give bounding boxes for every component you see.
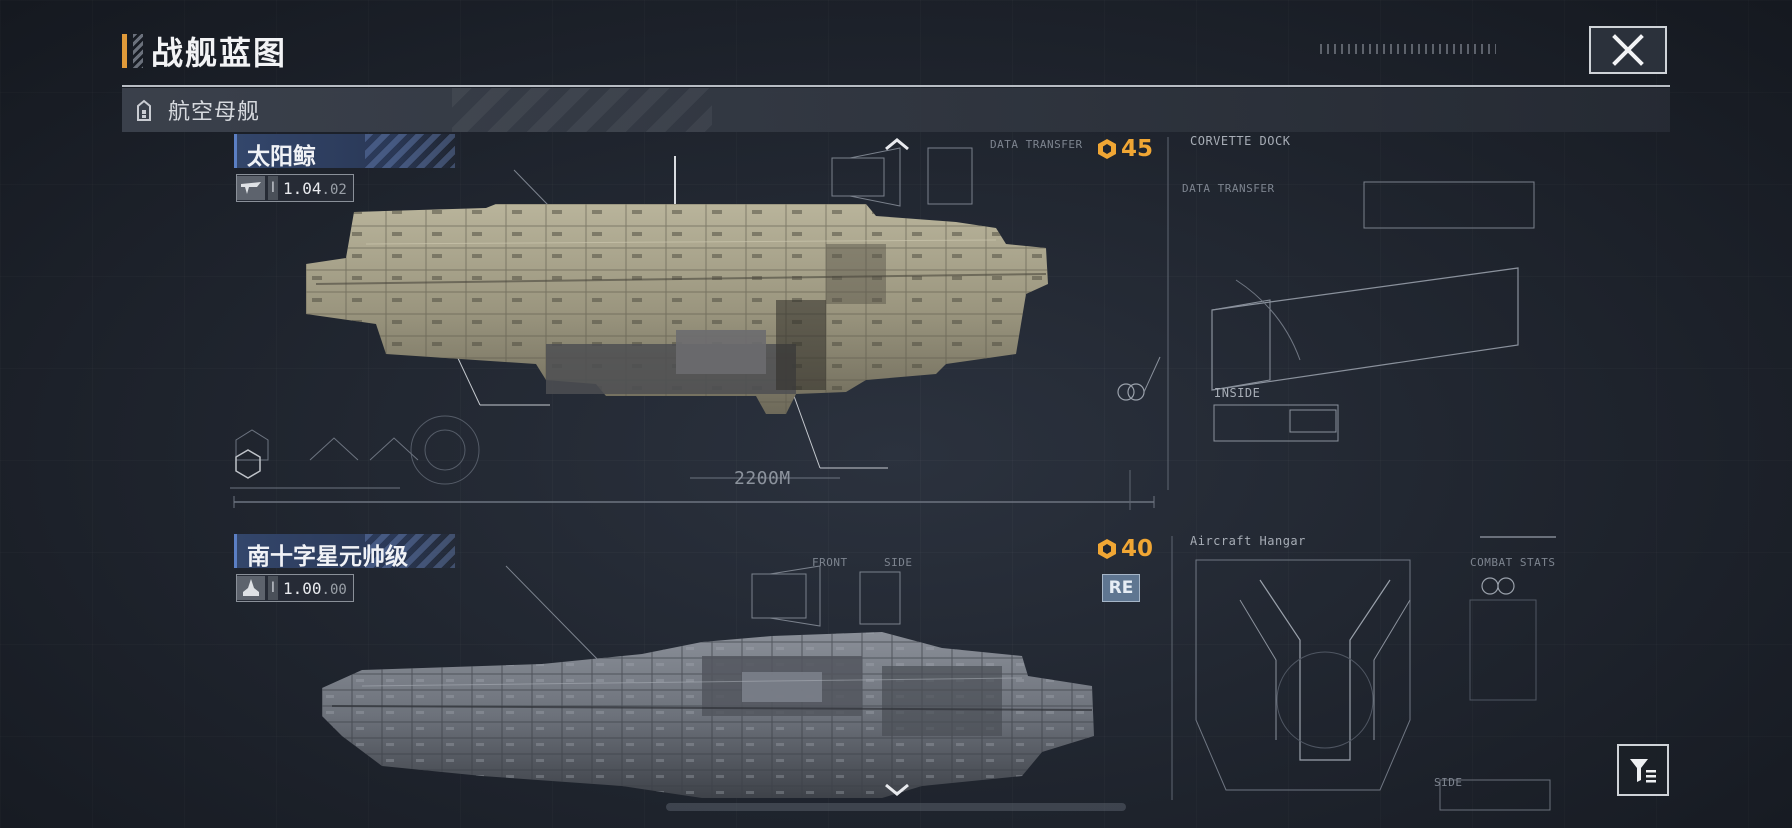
combat-stats-label: COMBAT STATS — [1470, 556, 1556, 569]
blueprint-cost-icon — [1098, 539, 1116, 559]
aircraft-hangar-label: Aircraft Hangar — [1190, 534, 1306, 548]
ship-type-icon — [237, 176, 265, 200]
scrollbar[interactable] — [666, 803, 1126, 811]
ship-card-1[interactable]: 太阳鲸 I 1.04.02 45 DATA TRANSFER CORVETTE … — [234, 134, 1674, 504]
name-stripes — [365, 134, 455, 168]
name-stripes — [365, 534, 455, 568]
data-transfer-label: DATA TRANSFER — [990, 138, 1083, 151]
version-box: I 1.00.00 — [236, 574, 354, 602]
ship-image-southern-cross — [322, 632, 1094, 798]
title-accent — [122, 34, 127, 68]
chevron-down-icon — [885, 783, 909, 796]
carrier-icon — [132, 98, 156, 122]
front-label: FRONT — [812, 556, 848, 569]
version-number: 1.04.02 — [283, 178, 347, 198]
inside-label: INSIDE — [1214, 386, 1261, 400]
cost-value: 40 — [1121, 536, 1154, 562]
ship-image-sun-whale — [306, 204, 1048, 414]
blueprint-cost-icon — [1098, 139, 1116, 159]
ship-name-box: 南十字星元帅级 — [234, 534, 463, 570]
side-label-2: SIDE — [1434, 776, 1463, 789]
ship-name: 南十字星元帅级 — [247, 544, 408, 570]
version-separator: I — [268, 576, 278, 600]
category-label: 航空母舰 — [168, 100, 261, 125]
page-title: 战舰蓝图 — [151, 34, 288, 72]
category-bar: 航空母舰 — [122, 88, 1670, 132]
filter-sort-icon — [1630, 759, 1656, 783]
ship-name: 太阳鲸 — [247, 144, 316, 170]
scroll-down-button[interactable] — [882, 782, 912, 798]
ship-name-box: 太阳鲸 — [234, 134, 463, 170]
corvette-dock-label: CORVETTE DOCK — [1190, 134, 1291, 148]
header-divider — [122, 85, 1670, 87]
title-stripe — [133, 34, 143, 68]
version-separator: I — [268, 176, 278, 200]
category-stripes — [452, 88, 712, 132]
chevron-up-icon — [885, 138, 909, 151]
blueprint-cost: 45 — [1096, 136, 1153, 162]
re-badge: RE — [1102, 574, 1140, 602]
scale-label: 2200M — [734, 468, 791, 489]
blueprint-cost: 40 — [1096, 536, 1153, 562]
ship-type-icon — [237, 576, 265, 600]
header-ticks-decoration — [1320, 44, 1496, 54]
ship-card-2[interactable]: 南十字星元帅级 I 1.00.00 40 RE FRONT SIDE Aircr… — [234, 534, 1674, 824]
side-label: SIDE — [884, 556, 913, 569]
data-transfer-label-2: DATA TRANSFER — [1182, 182, 1275, 195]
page-header: 战舰蓝图 — [122, 32, 287, 72]
cost-value: 45 — [1121, 136, 1154, 162]
version-box: I 1.04.02 — [236, 174, 354, 202]
scroll-up-button[interactable] — [882, 136, 912, 152]
close-button[interactable] — [1589, 26, 1667, 74]
version-number: 1.00.00 — [283, 578, 347, 598]
close-icon — [1612, 34, 1644, 66]
filter-button[interactable] — [1617, 744, 1669, 796]
